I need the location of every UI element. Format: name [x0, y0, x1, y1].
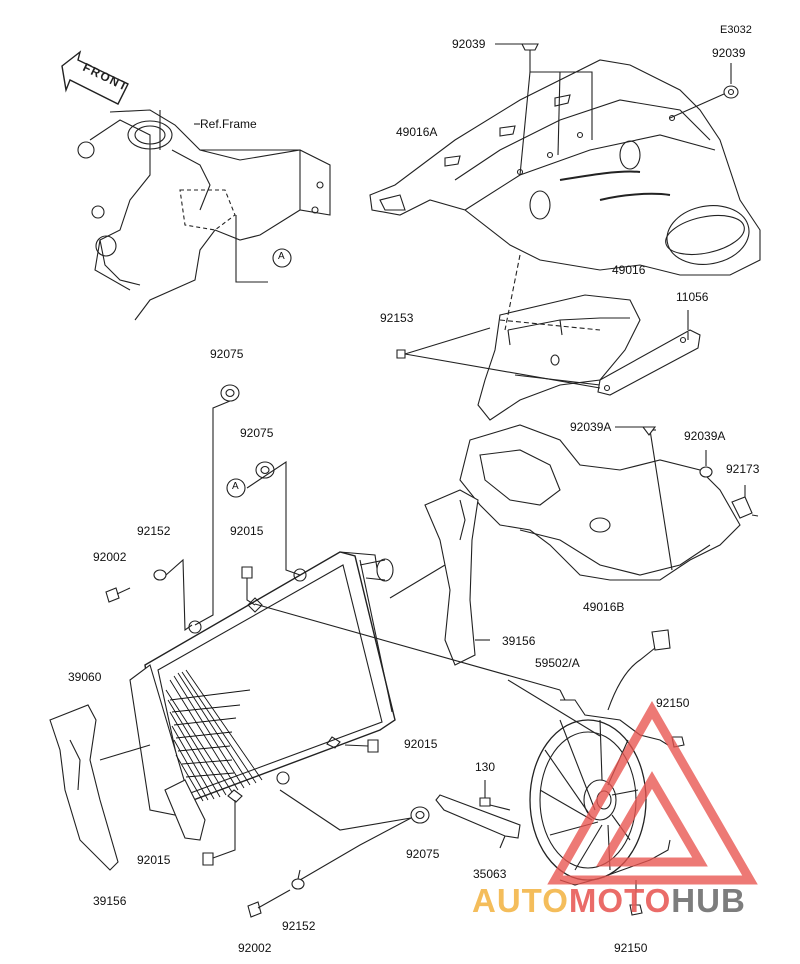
label-92039-right: 92039 — [712, 46, 746, 60]
label-92150-a: 92150 — [656, 696, 690, 710]
clip-92015-a — [241, 566, 256, 606]
frame-drawing — [77, 109, 331, 321]
label-49016B: 49016B — [583, 600, 625, 614]
washer-92152-b — [291, 869, 305, 890]
label-39156-left: 39156 — [93, 894, 127, 908]
cover-49016B — [459, 424, 741, 581]
label-92150-b: 92150 — [614, 941, 648, 955]
label-92002-b: 92002 — [238, 941, 272, 955]
callout-a-top-letter: A — [278, 251, 285, 262]
bolt-92153 — [396, 327, 601, 389]
watermark-logo: AUTOMOTOHUB — [472, 882, 746, 920]
watermark-auto: AUTO — [472, 882, 569, 919]
label-92002-a: 92002 — [93, 550, 127, 564]
label-92039A-right: 92039A — [684, 429, 726, 443]
label-92152-b: 92152 — [282, 919, 316, 933]
clip-92015-b — [344, 739, 379, 753]
label-92075-b: 92075 — [240, 426, 274, 440]
shroud-39156-right — [389, 489, 490, 666]
radiator-39060 — [129, 551, 396, 841]
callout-a-lower-letter: A — [232, 481, 239, 492]
stay-35063 — [435, 794, 521, 849]
cover-49016 — [477, 254, 641, 421]
radiator-core-fins — [165, 669, 263, 802]
label-92039-top: 92039 — [452, 37, 486, 51]
clip-92015-c — [202, 800, 236, 866]
label-59502A: 59502/A — [535, 656, 580, 670]
bolt-92002-b — [247, 889, 291, 918]
cover-49016A — [369, 59, 761, 276]
grommet-92075-b — [246, 460, 301, 576]
clip-92173 — [731, 485, 759, 519]
grommet-92075-a — [194, 384, 240, 626]
label-92153: 92153 — [380, 311, 414, 325]
callout-a-lower — [226, 478, 246, 498]
bolt-130 — [479, 780, 511, 811]
label-35063: 35063 — [473, 867, 507, 881]
bolt-92039-top — [495, 43, 593, 176]
label-11056: 11056 — [676, 290, 709, 304]
label-92173: 92173 — [726, 462, 760, 476]
nut-92039A-right — [699, 450, 713, 478]
label-92039A-left: 92039A — [570, 420, 612, 434]
bolt-92002-a — [105, 587, 131, 603]
label-92015-b: 92015 — [404, 737, 438, 751]
watermark-triangle-icon — [547, 700, 758, 885]
label-39060: 39060 — [68, 670, 102, 684]
label-49016: 49016 — [612, 263, 646, 277]
watermark-hub: HUB — [671, 882, 746, 919]
callout-a-top — [272, 248, 292, 268]
washer-92152-a — [153, 558, 193, 632]
diagram-code: E3032 — [720, 24, 752, 36]
label-92015-a: 92015 — [230, 524, 264, 538]
nut-92039-right — [669, 63, 739, 119]
grommet-92075-c — [279, 789, 430, 881]
shroud-39156-left — [49, 704, 151, 871]
front-arrow-icon: FRONT — [61, 50, 131, 105]
reference-frame-label: Ref.Frame — [200, 117, 257, 131]
watermark-moto: MOTO — [568, 882, 672, 919]
label-92075-a: 92075 — [210, 347, 244, 361]
label-130: 130 — [475, 760, 496, 774]
bracket-11056 — [597, 310, 701, 396]
label-92152-a: 92152 — [137, 524, 171, 538]
label-92015-c: 92015 — [137, 853, 171, 867]
label-39156-right: 39156 — [502, 634, 536, 648]
label-49016A: 49016A — [396, 125, 438, 139]
label-92075-c: 92075 — [406, 847, 440, 861]
